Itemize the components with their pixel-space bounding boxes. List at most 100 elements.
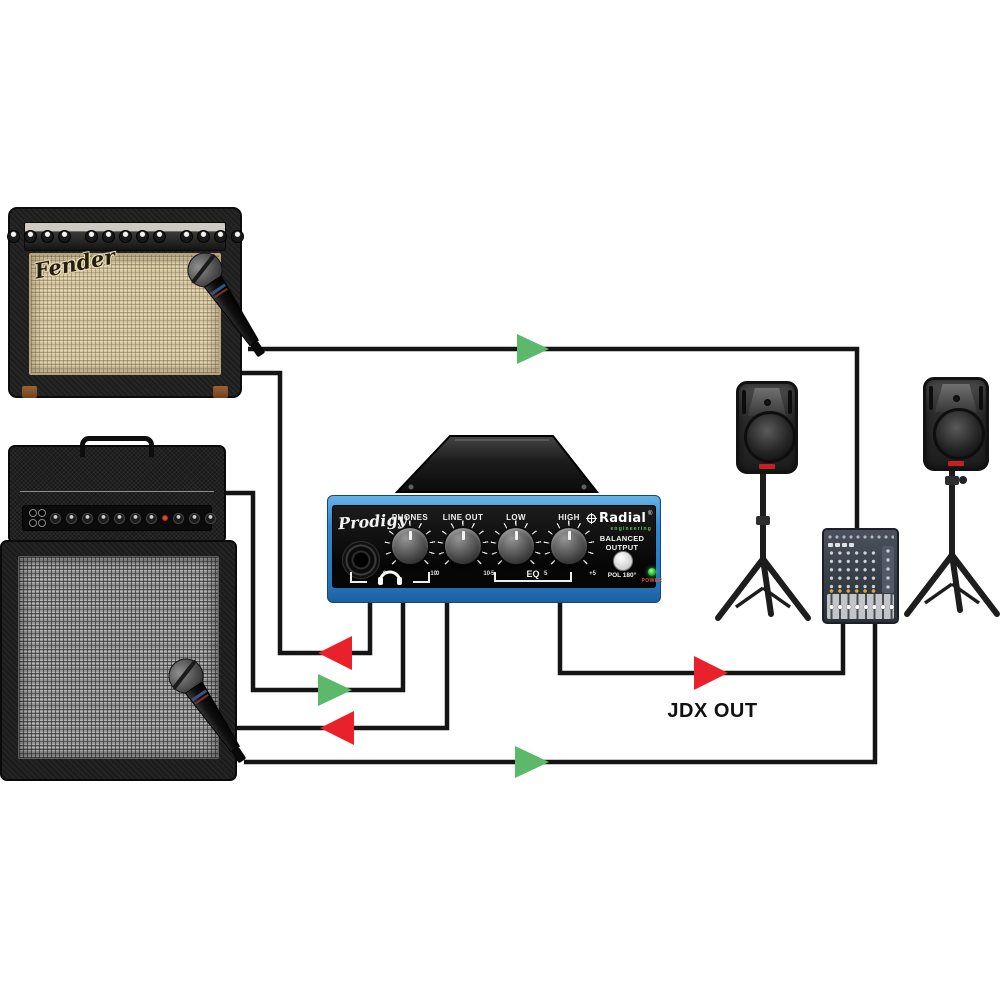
amp-head	[8, 436, 226, 544]
amp-knob	[66, 512, 77, 524]
combo-amp-grille	[29, 253, 221, 375]
mixer-io-strip	[827, 533, 894, 542]
knob-cap	[550, 527, 588, 565]
amp-knob	[114, 512, 125, 524]
combo-amp-microphone	[187, 252, 265, 357]
amp-head-control-panel	[22, 505, 216, 531]
amp-knob	[23, 230, 37, 243]
low-eq-knob: -5 +5	[489, 520, 543, 577]
speaker-badge	[759, 464, 775, 469]
pol-180-label: POL 180°	[607, 572, 637, 579]
line-comboamp-mic-to-mixer	[248, 346, 860, 534]
green-arrow-right-bottom	[515, 746, 549, 778]
knob-scale-min: -5	[542, 571, 548, 577]
amp-knob	[173, 512, 184, 524]
amp-head-handle	[80, 436, 154, 457]
port-slot	[742, 390, 746, 414]
amp-knob	[101, 230, 115, 243]
right-pa-speaker	[923, 377, 989, 471]
knob-label-high: HIGH	[558, 513, 580, 522]
knob-cap	[444, 527, 482, 565]
amp-knob	[50, 512, 61, 524]
horn-driver	[952, 395, 960, 403]
left-tripod-stand	[715, 464, 811, 621]
cabinet-grille	[18, 556, 219, 759]
amp-knob	[230, 230, 244, 243]
polarity-button	[613, 551, 633, 571]
phones-knob: 0 10	[383, 520, 437, 577]
knob-scale-min: 0	[436, 571, 440, 577]
port-slot	[929, 386, 933, 410]
mixer-knob-grid	[828, 549, 878, 591]
amp-knob	[146, 512, 157, 524]
mixer-gain-row	[828, 587, 878, 595]
line-amphead-to-prodigy	[218, 490, 406, 693]
knob-scale-max: 10	[483, 571, 490, 577]
horn-driver	[763, 399, 771, 407]
red-arrow-left-upper	[318, 636, 352, 670]
registered-mark: ®	[647, 510, 653, 517]
amp-knob	[213, 230, 227, 243]
port-slot	[788, 390, 792, 414]
knob-scale-min: -5	[489, 571, 495, 577]
high-eq-knob: -5 +5	[542, 520, 596, 577]
amp-knob	[82, 512, 93, 524]
knob-scale-max: 10	[430, 571, 437, 577]
knob-cap	[497, 527, 535, 565]
knob-cap	[391, 527, 429, 565]
amp-knob	[57, 230, 71, 243]
prodigy-handle	[394, 435, 600, 493]
red-arrow-right-jdx	[694, 656, 728, 690]
balanced-line1: BALANCED	[599, 534, 645, 543]
radial-logo: Radial ®	[586, 511, 654, 526]
speaker-badge	[948, 461, 964, 466]
amp-knob	[196, 230, 210, 243]
power-led	[648, 568, 656, 576]
balanced-output-label: BALANCED OUTPUT	[589, 534, 655, 552]
knob-label-low: LOW	[506, 513, 526, 522]
knob-scale-max: +5	[589, 571, 596, 577]
prodigy-faceplate: Prodigy PHONES LINE OUT LOW HIGH 0 10	[332, 505, 662, 588]
headphone-jack	[342, 541, 380, 579]
combo-amp: Fender	[6, 207, 244, 398]
power-label: POWER	[641, 578, 663, 584]
amp-knob	[40, 230, 54, 243]
headphones-icon	[350, 570, 430, 585]
pilot-lamp	[162, 515, 168, 521]
jdx-out-label: JDX OUT	[667, 700, 758, 722]
prodigy-di-box: Prodigy PHONES LINE OUT LOW HIGH 0 10	[327, 430, 662, 603]
radial-engineering-text: engineering	[610, 526, 652, 532]
radial-brand-text: Radial	[599, 511, 646, 526]
speaker-cabinet	[0, 540, 237, 781]
amp-knob	[189, 512, 200, 524]
amp-corner-foot	[22, 386, 37, 398]
radial-crosshair-icon	[586, 513, 597, 524]
green-arrow-right-top	[517, 334, 549, 364]
amp-knob	[135, 230, 149, 243]
amp-knob	[152, 230, 166, 243]
amp-head-pinstripe	[20, 491, 214, 492]
amp-knob	[84, 230, 98, 243]
woofer	[933, 408, 985, 460]
right-tripod-stand	[904, 460, 1000, 617]
line-cabinet-mic-to-mixer	[244, 616, 878, 765]
line-prodigy-to-cabinet	[232, 592, 450, 731]
mixer-master-section	[882, 546, 894, 593]
red-arrow-left-lower	[320, 711, 354, 745]
knob-scale-min: 0	[383, 571, 387, 577]
amp-knob	[98, 512, 109, 524]
knob-label-phones: PHONES	[391, 513, 429, 522]
mixing-console	[822, 528, 899, 624]
port-slot	[979, 386, 983, 410]
amp-knob	[179, 230, 193, 243]
eq-label: EQ	[522, 569, 544, 579]
horn-tweeter	[935, 384, 977, 412]
input-jacks	[29, 509, 46, 527]
eq-bracket: EQ	[494, 569, 572, 582]
amp-knob	[118, 230, 132, 243]
balanced-line2: OUTPUT	[605, 542, 639, 552]
mixer-faders	[827, 594, 894, 619]
woofer	[744, 411, 796, 463]
